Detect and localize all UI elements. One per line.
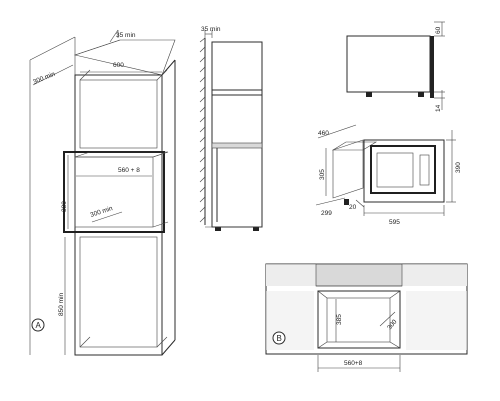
dim-35-min: 35 min xyxy=(116,32,136,39)
dim-14: 14 xyxy=(435,104,442,112)
dim-300-min-depth: 300 min xyxy=(32,71,56,86)
cabinet-front xyxy=(74,74,163,356)
marker-a-circle xyxy=(31,318,45,332)
microwave-door xyxy=(370,145,436,194)
cabinet-b-figure: 385 300 560+8 B xyxy=(265,263,468,372)
side-dim-35-min: 35 min xyxy=(201,26,221,33)
microwave-iso-figure: 460 305 390 299 20 595 xyxy=(315,124,462,226)
dim-460: 460 xyxy=(318,130,329,137)
dim-299: 299 xyxy=(321,210,332,217)
marker-b-label: B xyxy=(277,334,282,343)
dim-390: 390 xyxy=(455,162,462,173)
dim-300-min-opening: 300 min xyxy=(89,205,114,219)
side-view-cabinet xyxy=(211,41,263,228)
dim-380: 380 xyxy=(61,201,68,212)
marker-a-label: A xyxy=(36,321,42,330)
dim-385: 385 xyxy=(336,314,343,325)
dim-300-b: 300 xyxy=(386,318,399,331)
dim-850-min: 850 min xyxy=(58,292,65,316)
microwave-side-figure: 60 14 xyxy=(346,21,445,112)
dim-560-8: 560 + 8 xyxy=(118,167,140,174)
side-view-figure: 35 min xyxy=(199,26,263,231)
dim-60: 60 xyxy=(435,26,442,34)
microwave-front-frame xyxy=(430,36,434,98)
dim-560-8-b: 560+8 xyxy=(344,360,363,367)
dim-600: 600 xyxy=(113,62,124,69)
microwave-recess xyxy=(63,151,169,233)
dim-595: 595 xyxy=(389,219,400,226)
cabinet-a-figure: 600 35 min 300 min 560 + 8 380 300 min 8… xyxy=(29,29,176,356)
cabinet-b-opening xyxy=(317,290,401,349)
dim-305: 305 xyxy=(319,169,326,180)
dim-20: 20 xyxy=(349,204,357,211)
marker-b-circle xyxy=(272,331,286,345)
cabinet-top-face xyxy=(73,39,176,76)
